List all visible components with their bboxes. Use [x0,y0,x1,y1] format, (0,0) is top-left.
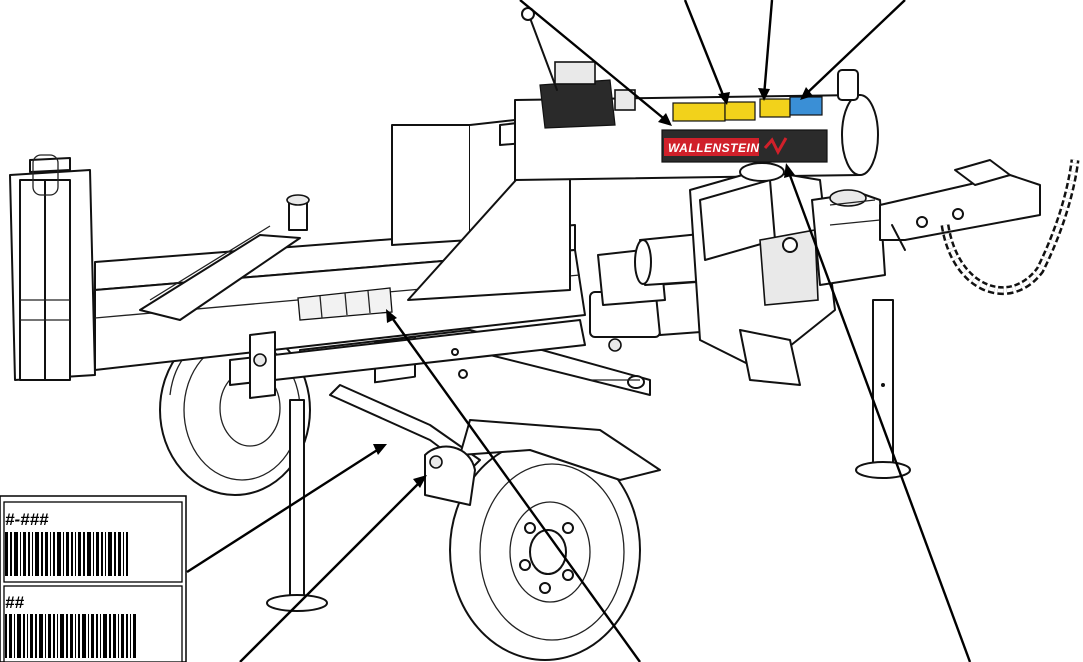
leader-serial-label [186,444,387,574]
leader-brand-decal [784,163,972,662]
barcode-1 [5,532,128,576]
control-valve [521,7,636,129]
barcode-label-1-text: #-### [5,510,49,529]
beam-decal [297,287,393,321]
barcode-2 [5,614,136,658]
front-stand [266,399,328,612]
brand-decal-text: WALLENSTEIN [668,141,760,155]
notice-decal-blue [789,96,823,116]
fender [424,419,661,506]
leader-top-3 [758,0,774,101]
warning-decal-2 [724,101,756,121]
leader-top-2 [683,0,730,105]
callout-leaders [186,0,972,662]
right-wheel [449,439,641,661]
barcode-label-2-text: ## [5,593,24,612]
rear-jack-stand [855,299,911,479]
leader-beam-decal [386,309,641,662]
serial-label-box: #-### ## [0,495,187,662]
foot-plate [9,154,96,381]
leader-top-1 [519,0,672,126]
leader-top-4 [800,0,906,100]
warning-decal-1 [672,102,726,122]
warning-decal-3 [759,98,791,118]
safety-chain [940,159,1080,296]
hitch-tongue [879,159,1041,251]
leader-reflector [239,475,427,662]
brand-decal: WALLENSTEIN [661,129,828,163]
